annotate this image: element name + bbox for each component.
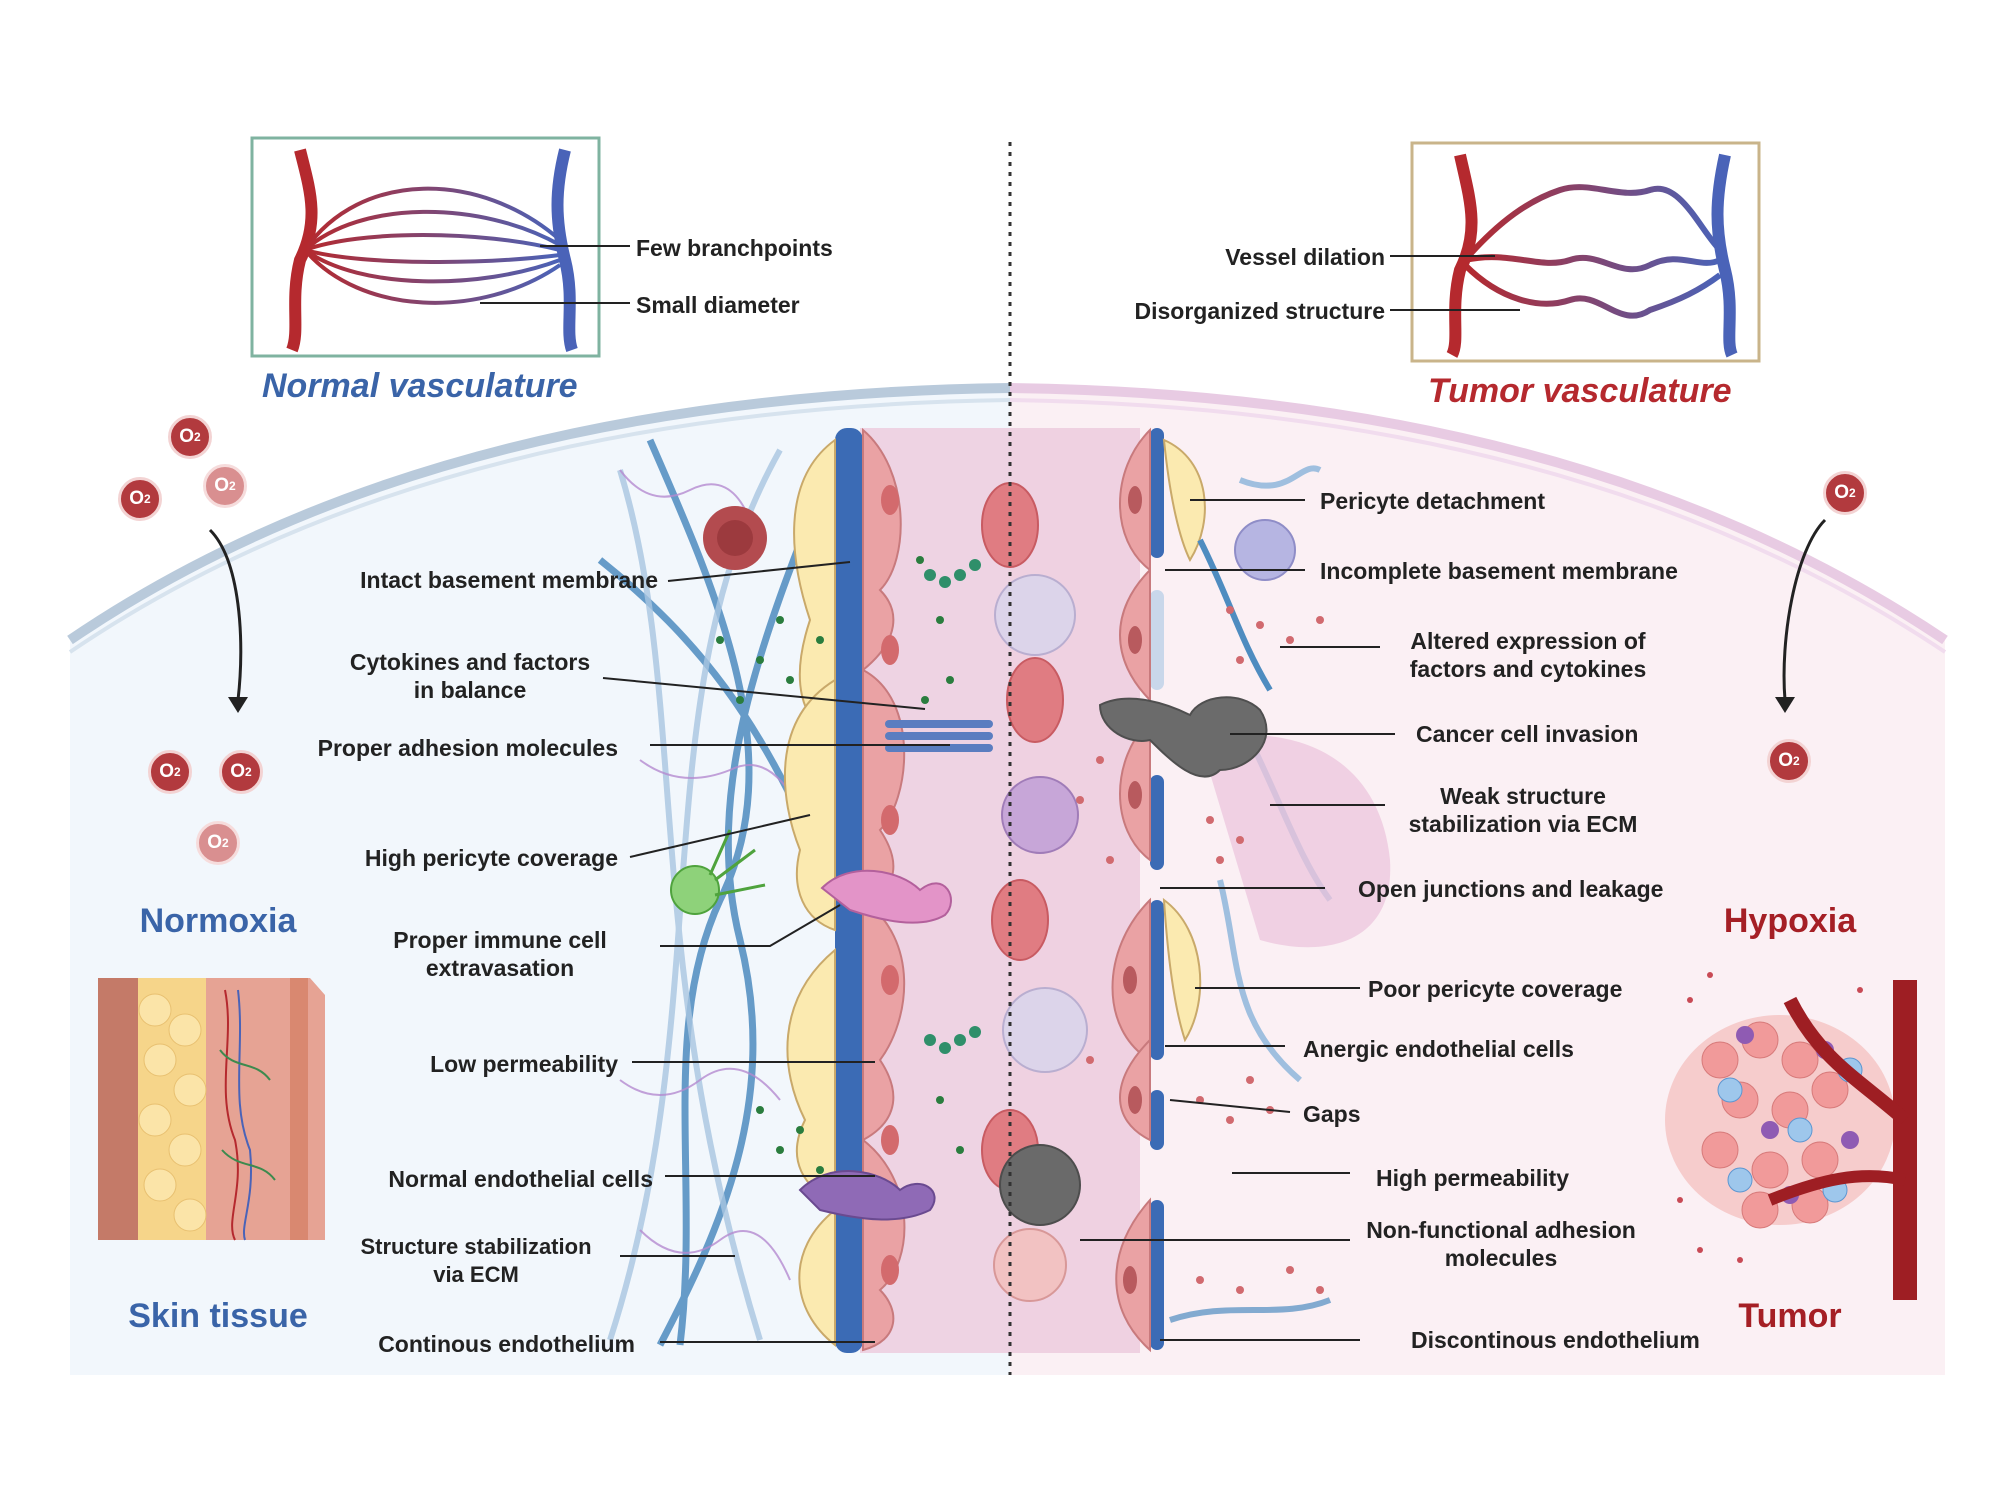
immune-cells-normal	[670, 506, 952, 1221]
normal-vessel-wall	[783, 427, 906, 1353]
continous-endothelium-label: Continous endothelium	[378, 1331, 635, 1357]
high-permeability-label: High permeability	[1376, 1165, 1569, 1191]
immune-cell-extravasation-label: Proper immune cell extravasation	[393, 927, 607, 981]
oxygen-arrow-tumor-head	[1775, 697, 1795, 713]
cytokines-balance-label: Cytokines and factors in balance	[349, 649, 591, 703]
red-blood-cells	[981, 482, 1064, 1191]
normal-vasculature-inset	[250, 136, 630, 358]
leader-lines-tumor	[1080, 499, 1395, 1341]
gaps-label: Gaps	[1303, 1101, 1361, 1127]
oxygen-arrow-normal-head	[228, 697, 248, 713]
disorganized-structure-label: Disorganized structure	[1134, 298, 1386, 324]
normal-vasculature-title: Normal vasculature	[262, 367, 578, 405]
pericyte-detachment-label: Pericyte detachment	[1320, 488, 1545, 514]
low-permeability-label: Low permeability	[430, 1051, 618, 1077]
structure-stabilization-ecm-label: Structure stabilization via ECM	[360, 1234, 592, 1287]
tumor-mass-illustration	[1665, 972, 1917, 1300]
proper-adhesion-molecules-label: Proper adhesion molecules	[317, 735, 618, 761]
cytokines-tumor	[1076, 606, 1324, 1294]
poor-pericyte-coverage-label: Poor pericyte coverage	[1368, 976, 1623, 1002]
oxygen-arrow-normal	[208, 528, 243, 701]
cytokines-normal	[716, 556, 964, 1174]
high-pericyte-coverage-label: High pericyte coverage	[364, 845, 618, 871]
intact-basement-membrane-label: Intact basement membrane	[360, 567, 658, 593]
open-junctions-leakage-label: Open junctions and leakage	[1358, 876, 1664, 902]
normoxia-label: Normoxia	[139, 902, 297, 940]
oxygen-arrow-tumor	[1782, 518, 1827, 701]
cancer-cells-tumor	[1098, 519, 1296, 778]
few-branchpoints-label: Few branchpoints	[636, 235, 833, 261]
tumor-vasculature-title: Tumor vasculature	[1428, 372, 1732, 410]
leader-lines-normal	[602, 561, 950, 1343]
cancer-cell-invasion-label: Cancer cell invasion	[1416, 721, 1639, 747]
anergic-endothelial-cells-label: Anergic endothelial cells	[1303, 1036, 1574, 1062]
weak-ecm-stabilization-label: Weak structure stabilization via ECM	[1408, 783, 1638, 837]
incomplete-basement-membrane-label: Incomplete basement membrane	[1320, 558, 1678, 584]
pericytes-normal	[783, 438, 836, 1348]
hypoxia-label: Hypoxia	[1723, 902, 1857, 940]
small-diameter-label: Small diameter	[636, 292, 800, 318]
tumor-vasculature-inset	[1390, 141, 1761, 363]
collagen-fibers-purple	[619, 469, 801, 1281]
vessel-dilation-label: Vessel dilation	[1225, 244, 1385, 270]
skin-tissue-label: Skin tissue	[128, 1297, 308, 1335]
discontinous-endothelium-label: Discontinous endothelium	[1411, 1327, 1700, 1353]
nonfunctional-adhesion-label: Non-functional adhesion molecules	[1366, 1217, 1636, 1271]
normal-endothelial-cells-label: Normal endothelial cells	[388, 1166, 653, 1192]
tumor-vessel-wall	[1111, 427, 1206, 1353]
endothelial-nuclei-normal	[881, 485, 899, 1285]
adhesion-molecules-normal	[885, 559, 993, 1054]
tumor-leakage-area	[1200, 735, 1391, 948]
skin-tissue-illustration	[98, 978, 325, 1241]
leukocytes-lumen	[993, 574, 1088, 1302]
altered-factors-cytokines-label: Altered expression of factors and cytoki…	[1409, 628, 1647, 682]
tumor-label: Tumor	[1738, 1297, 1842, 1335]
